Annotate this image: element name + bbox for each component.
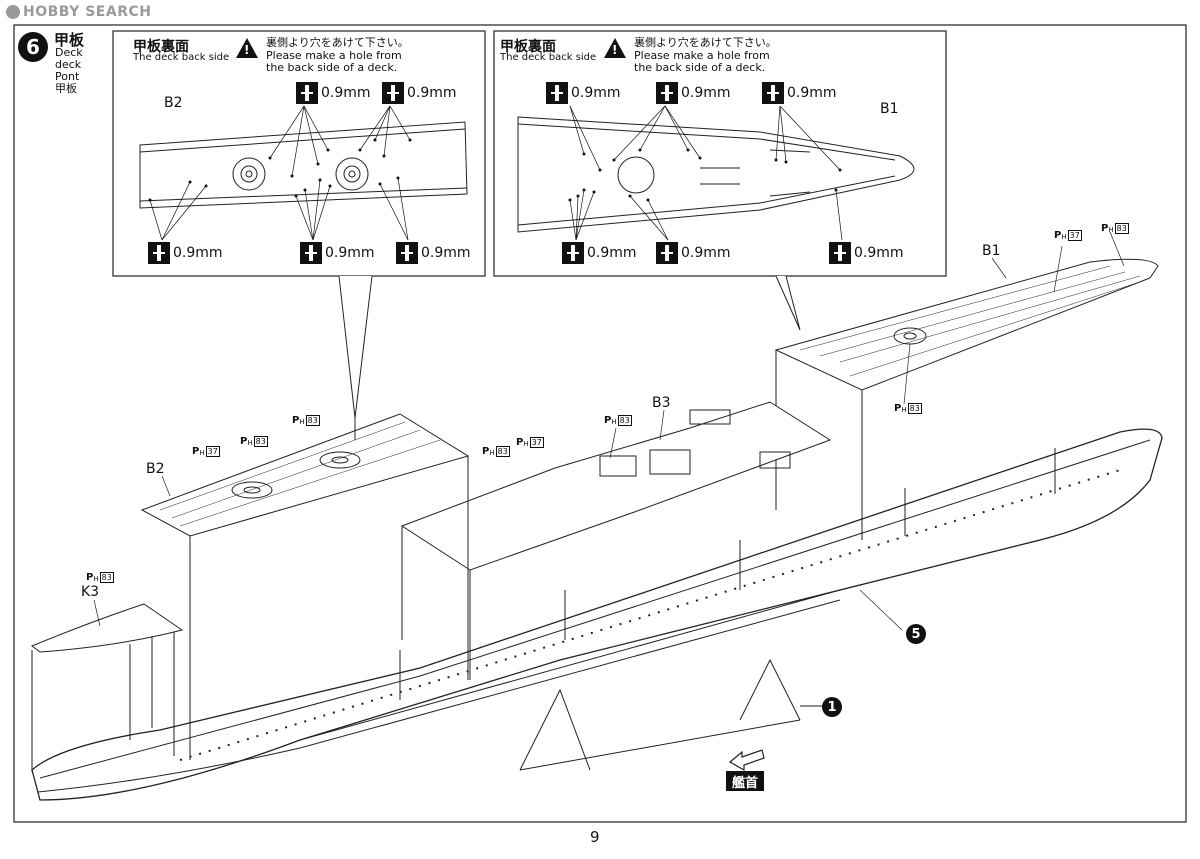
drill-icon — [148, 242, 170, 264]
deck-k3 — [30, 603, 184, 772]
inset-callout-b1 — [775, 275, 801, 331]
watermark-text: HOBBY SEARCH — [23, 4, 152, 20]
inset-b2-warning-en-1: Please make a hole from — [266, 49, 402, 62]
page-number: 9 — [590, 828, 600, 846]
inset-b2-subtitle: The deck back side — [133, 52, 230, 63]
part-label-b3: B3 — [652, 395, 671, 411]
inset-b1-title: 甲板裏面 — [500, 39, 556, 55]
part-label-b2: B2 — [146, 461, 165, 477]
drill-icon — [762, 82, 784, 104]
inset-b1-warning-jp: 裏側より穴をあけて下さい。 — [634, 36, 777, 49]
inset-deck-b1 — [517, 105, 915, 241]
deck-b1 — [774, 258, 1159, 540]
drill-icon — [829, 242, 851, 264]
bow-label: 艦首 — [726, 771, 764, 791]
drill-icon — [396, 242, 418, 264]
inset-b1-part-label: B1 — [880, 101, 899, 117]
drill-callout: 0.9mm — [300, 242, 375, 264]
part-label-b1: B1 — [982, 243, 1001, 259]
drill-callout: 0.9mm — [296, 82, 371, 104]
drill-callout: 0.9mm — [762, 82, 837, 104]
drill-icon — [300, 242, 322, 264]
inset-callout-b2 — [338, 275, 373, 419]
step-translation-fr: Pont — [55, 70, 80, 83]
warning-icon — [236, 38, 258, 58]
inset-b2-part-label: B2 — [164, 95, 183, 111]
drill-icon — [296, 82, 318, 104]
inset-b2-title: 甲板裏面 — [133, 39, 189, 55]
drill-callout: 0.9mm — [148, 242, 223, 264]
drill-callout: 0.9mm — [546, 82, 621, 104]
inset-frame-b1 — [493, 30, 947, 277]
inset-b1-warning-en-1: Please make a hole from — [634, 49, 770, 62]
drill-icon — [656, 242, 678, 264]
watermark-logo-icon — [6, 5, 20, 19]
reference-stand: 1 — [822, 697, 842, 717]
bow-direction-arrow — [728, 749, 765, 772]
step-translation-en: Deck — [55, 46, 83, 59]
drill-callout: 0.9mm — [656, 82, 731, 104]
step-translation-de: deck — [55, 58, 82, 71]
inset-frame-b2 — [112, 30, 486, 277]
part-label-k3: K3 — [81, 584, 100, 600]
reference-hull: 5 — [906, 624, 926, 644]
drill-callout: 0.9mm — [396, 242, 471, 264]
inset-b2-warning-en-2: the back side of a deck. — [266, 61, 398, 74]
inset-deck-b2 — [139, 105, 468, 241]
inset-b2-warning-jp: 裏側より穴をあけて下さい。 — [266, 36, 409, 49]
display-stand — [519, 658, 826, 771]
drill-icon — [656, 82, 678, 104]
step-title: 甲板 — [54, 31, 85, 49]
watermark: HOBBY SEARCH — [6, 4, 151, 20]
step-number: 6 — [18, 32, 48, 62]
drill-callout: 0.9mm — [656, 242, 731, 264]
inset-b1-warning-en-2: the back side of a deck. — [634, 61, 766, 74]
deck-b2 — [140, 413, 470, 760]
drill-callout: 0.9mm — [382, 82, 457, 104]
step-translation-zh: 甲板 — [55, 82, 77, 95]
inset-b1-subtitle: The deck back side — [500, 52, 597, 63]
drill-callout: 0.9mm — [829, 242, 904, 264]
drill-callout: 0.9mm — [562, 242, 637, 264]
drill-icon — [382, 82, 404, 104]
page-frame — [13, 24, 1187, 823]
hull — [31, 428, 1163, 801]
deck-b3 — [400, 401, 832, 680]
drill-icon — [562, 242, 584, 264]
warning-icon — [604, 38, 626, 58]
drill-icon — [546, 82, 568, 104]
